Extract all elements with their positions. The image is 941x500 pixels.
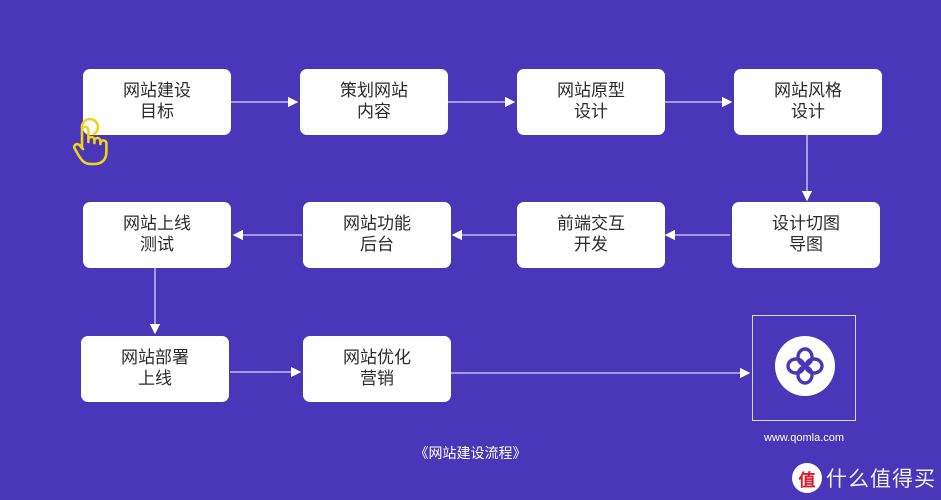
step-label-line1: 网站上线 [123,214,191,234]
step-label-line2: 导图 [789,235,823,255]
step-label-line2: 内容 [357,102,391,122]
diagram-caption: 《网站建设流程》 [414,446,527,462]
step-label-line2: 后台 [360,235,394,255]
step-8-box: 网站上线 测试 [83,202,231,268]
step-4-box: 网站风格 设计 [734,69,882,135]
step-label-line1: 前端交互 [557,214,625,234]
qomla-logo-icon [786,347,824,385]
watermark-text: 什么值得买 [826,467,936,491]
step-label-line2: 目标 [140,102,174,122]
watermark-badge: 值 [792,463,822,493]
step-label-line1: 设计切图 [772,214,840,234]
step-label-line2: 设计 [574,102,608,122]
step-5-box: 设计切图 导图 [732,202,880,268]
step-label-line1: 网站功能 [343,214,411,234]
pointing-hand-icon [72,118,108,166]
logo-frame [752,315,856,421]
step-label-line1: 网站风格 [774,81,842,101]
logo-circle [775,336,835,396]
step-label-line2: 测试 [140,235,174,255]
step-label-line1: 网站优化 [343,348,411,368]
step-3-box: 网站原型 设计 [517,69,665,135]
step-label-line2: 营销 [360,369,394,389]
step-6-box: 前端交互 开发 [517,202,665,268]
step-label-line2: 开发 [574,235,608,255]
step-label-line1: 策划网站 [340,81,408,101]
step-label-line1: 网站原型 [557,81,625,101]
step-label-line1: 网站建设 [123,81,191,101]
step-7-box: 网站功能 后台 [303,202,451,268]
watermark: 值 什么值得买 [792,456,941,500]
step-9-box: 网站部署 上线 [81,336,229,402]
step-label-line2: 设计 [791,102,825,122]
step-2-box: 策划网站 内容 [300,69,448,135]
step-1-box: 网站建设 目标 [83,69,231,135]
step-label-line1: 网站部署 [121,348,189,368]
logo-url: www.qomla.com [763,432,845,444]
step-label-line2: 上线 [138,369,172,389]
step-10-box: 网站优化 营销 [303,336,451,402]
